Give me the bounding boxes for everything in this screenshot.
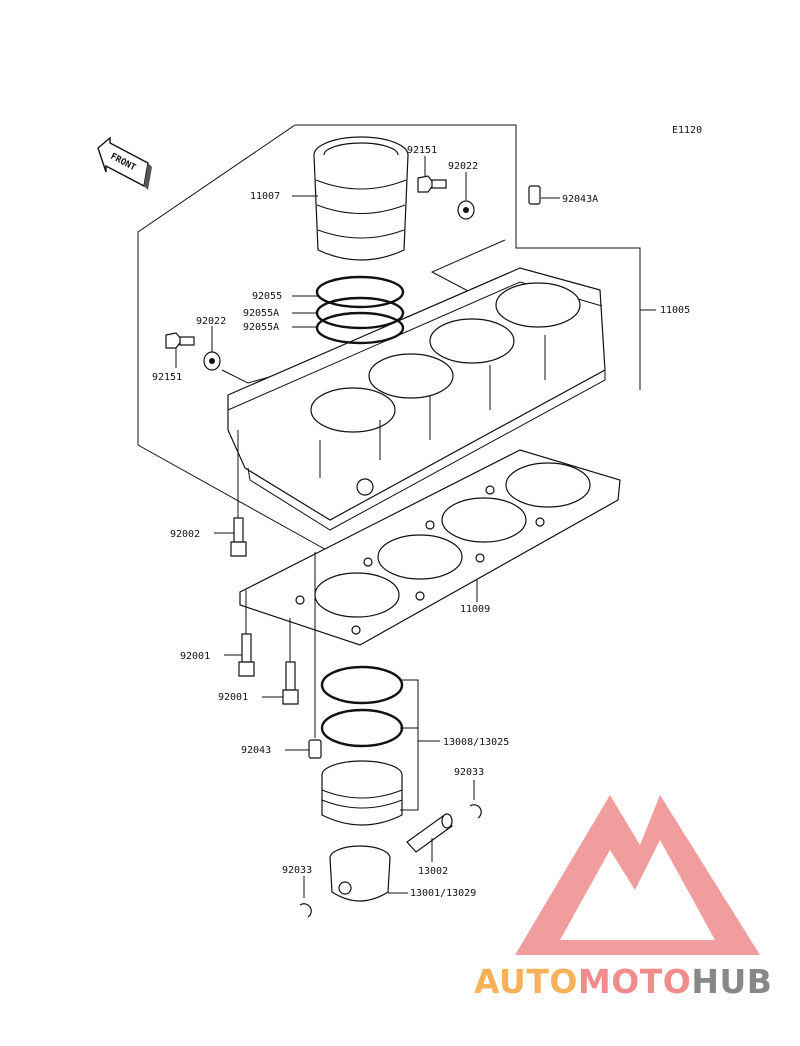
- dowel-92043: [285, 552, 322, 759]
- label-92001-2: 92001: [218, 692, 248, 703]
- dowel-92043A: [528, 185, 560, 205]
- label-92055A-1: 92055A: [243, 308, 279, 319]
- label-92043: 92043: [241, 745, 271, 756]
- circlip-92033-right: [469, 780, 482, 819]
- label-92033-right: 92033: [454, 767, 484, 778]
- label-92151-top: 92151: [407, 145, 437, 156]
- bolt-92001-a: [224, 590, 255, 677]
- piston-ring-set: [320, 665, 440, 826]
- head-gasket: [239, 449, 621, 646]
- label-13002: 13002: [418, 866, 448, 877]
- label-92022-left: 92022: [196, 316, 226, 327]
- label-13001-13029: 13001/13029: [410, 888, 476, 899]
- washer-92022-left: [203, 326, 221, 371]
- logo-hub: HUB: [691, 962, 772, 1001]
- automotohub-logo: [515, 795, 760, 955]
- label-11005: 11005: [660, 305, 690, 316]
- logo-text: AUTOMOTOHUB: [474, 962, 772, 1001]
- washer-92022-top: [457, 172, 475, 220]
- label-92033-left: 92033: [282, 865, 312, 876]
- label-11007: 11007: [250, 191, 280, 202]
- bolt-92002: [214, 430, 247, 557]
- front-arrow-icon: FRONT: [97, 136, 152, 190]
- circlip-92033-left: [299, 876, 312, 918]
- label-92002: 92002: [170, 529, 200, 540]
- label-13008-13025: 13008/13025: [443, 737, 509, 748]
- label-92001-1: 92001: [180, 651, 210, 662]
- assembly-outline: [137, 124, 655, 553]
- label-92055A-2: 92055A: [243, 322, 279, 333]
- label-92151-left: 92151: [152, 372, 182, 383]
- piston: [329, 845, 408, 902]
- label-92055: 92055: [252, 291, 282, 302]
- label-92043A: 92043A: [562, 194, 598, 205]
- logo-moto: MOTO: [578, 962, 691, 1001]
- bolt-92151-top: [417, 156, 447, 193]
- logo-auto: AUTO: [474, 962, 578, 1001]
- bolt-92151-left: [165, 332, 195, 368]
- bolt-92001-b: [262, 618, 299, 705]
- cylinder-liner: [313, 136, 409, 261]
- piston-pin: [406, 813, 453, 862]
- diagram-code: E1120: [672, 125, 702, 136]
- cylinder-block: [227, 267, 606, 531]
- label-92022-top: 92022: [448, 161, 478, 172]
- label-11009: 11009: [460, 604, 490, 615]
